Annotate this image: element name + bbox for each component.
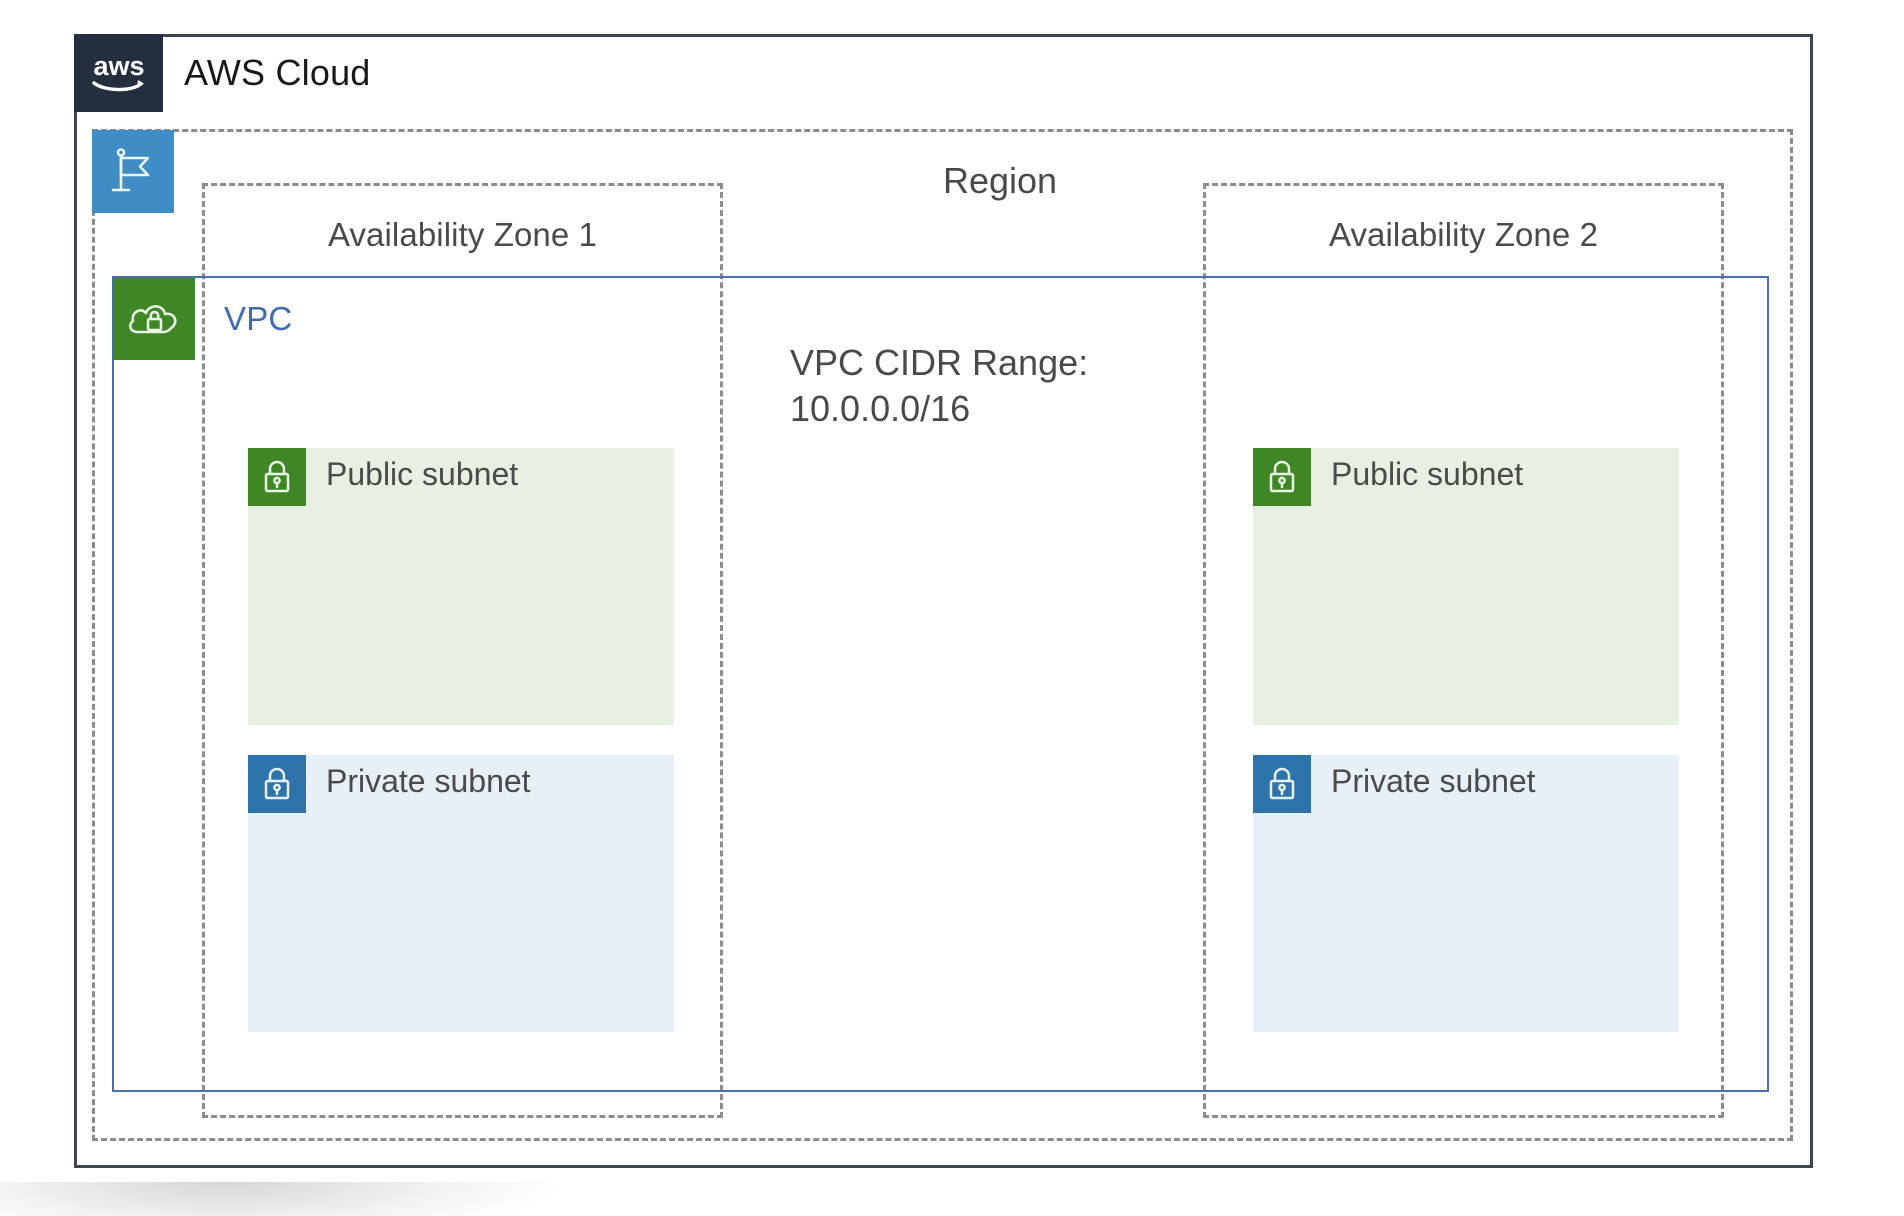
availability-zone-1-group: [202, 183, 723, 1118]
region-flag-icon: [92, 130, 174, 213]
subnet-az2-public: Public subnet: [1253, 448, 1679, 725]
aws-logo-icon: aws: [74, 34, 163, 112]
vpc-cidr-range-note: VPC CIDR Range: 10.0.0.0/16: [790, 342, 1089, 430]
subnet-lock-icon: [1253, 755, 1311, 813]
subnet-az1-private-label: Private subnet: [326, 763, 531, 799]
region-group: [92, 129, 1793, 1141]
vpc-title: VPC: [224, 300, 293, 337]
subnet-lock-icon: [248, 755, 306, 813]
subnet-az2-public-label: Public subnet: [1331, 456, 1524, 492]
page-edge-shadow: [0, 1182, 560, 1216]
subnet-az1-private: Private subnet: [248, 755, 674, 1032]
subnet-az2-private: Private subnet: [1253, 755, 1679, 1032]
aws-cloud-title: AWS Cloud: [184, 52, 371, 93]
availability-zone-1-label: Availability Zone 1: [327, 216, 598, 253]
subnet-lock-icon: [1253, 448, 1311, 506]
subnet-az1-public-label: Public subnet: [326, 456, 519, 492]
subnet-az1-public: Public subnet: [248, 448, 674, 725]
subnet-lock-icon: [248, 448, 306, 506]
vpc-cloud-lock-icon: [113, 278, 195, 360]
vpc-group: [112, 276, 1769, 1092]
availability-zone-2-group: [1203, 183, 1724, 1118]
svg-text:aws: aws: [93, 51, 144, 81]
region-title: Region: [942, 160, 1058, 201]
subnet-az2-private-label: Private subnet: [1331, 763, 1536, 799]
availability-zone-2-label: Availability Zone 2: [1328, 216, 1599, 253]
